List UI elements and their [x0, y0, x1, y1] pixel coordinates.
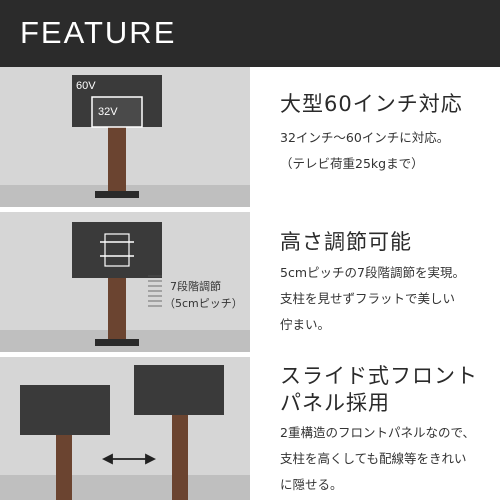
feature-desc-height: 5cmピッチの7段階調節を実現。 支柱を見せずフラットで美しい 佇まい。: [280, 265, 465, 332]
feature-desc-slide: 2重構造のフロントパネルなので、 支柱を高くしても配線等をきれい に隠せる。: [280, 425, 475, 492]
tv: [72, 222, 162, 278]
feature-illustration-slide: [0, 357, 250, 500]
tv-high: [134, 365, 224, 415]
label-steps: 7段階調節: [170, 279, 221, 293]
tv-low: [20, 385, 110, 435]
feature-desc-large-tv: 32インチ〜60インチに対応。 （テレビ荷重25kgまで）: [280, 130, 450, 171]
feature-title-height: 高さ調節可能: [280, 230, 412, 254]
feature-illustration-large-tv: 60V 32V: [0, 67, 250, 207]
feature-title-large-tv: 大型60インチ対応: [280, 92, 463, 116]
feature-panel-slide: スライド式フロント パネル採用 2重構造のフロントパネルなので、 支柱を高くして…: [0, 357, 500, 500]
feature-panel-height: 7段階調節 （5cmピッチ） 高さ調節可能 5cmピッチの7段階調節を実現。 支…: [0, 212, 500, 352]
feature-title-slide: スライド式フロント パネル採用: [280, 364, 478, 416]
feature-panel-large-tv: 60V 32V 大型60インチ対応 32インチ〜60インチに対応。 （テレビ荷重…: [0, 67, 500, 207]
feature-illustration-height: 7段階調節 （5cmピッチ）: [0, 212, 250, 352]
stand-post: [108, 122, 126, 192]
stand-base: [95, 339, 139, 346]
label-60v: 60V: [76, 80, 96, 92]
double-arrow-icon: [101, 453, 157, 465]
page-title: FEATURE: [20, 15, 177, 50]
label-pitch: （5cmピッチ）: [164, 297, 243, 310]
tv-32v: [91, 96, 143, 128]
stand-base: [95, 191, 139, 198]
label-32v: 32V: [98, 106, 118, 118]
header-bar: FEATURE: [0, 0, 500, 67]
